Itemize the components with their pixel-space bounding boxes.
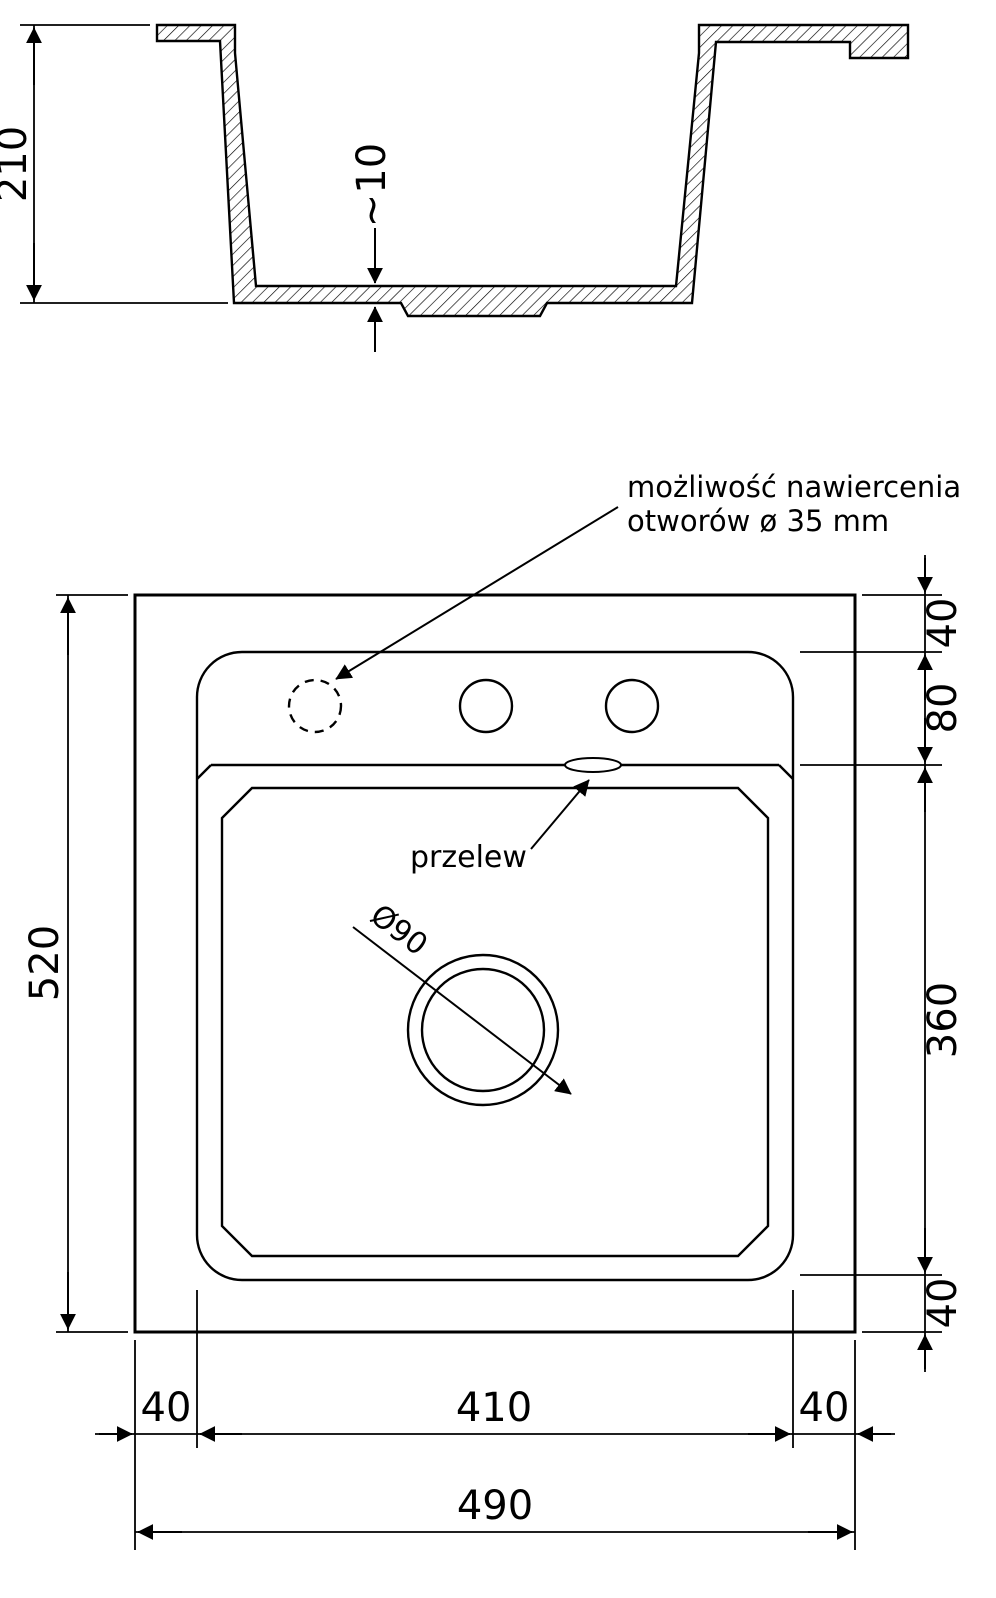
dim-depth-210: 210: [0, 24, 228, 304]
width-total-value: 490: [457, 1483, 533, 1529]
bottom-margin-left-value: 40: [141, 1385, 192, 1431]
dim-bottom-thickness: ~10: [349, 143, 395, 352]
dim-height-520: 520: [22, 594, 128, 1333]
drill-note: możliwość nawiercenia otworów ø 35 mm: [335, 470, 961, 680]
right-margin-top-value: 40: [920, 598, 966, 649]
drain-diameter-line-arrow: [352, 926, 572, 1095]
dim-chain-right: 40 80 360 40: [800, 555, 966, 1372]
height-total-value: 520: [22, 925, 68, 1001]
overflow-annotation: przelew: [410, 779, 590, 875]
overflow-slot: [564, 757, 622, 773]
depth-value: 210: [0, 126, 36, 202]
dim-width-490: 490: [135, 1483, 855, 1540]
right-basin-length-value: 360: [920, 982, 966, 1058]
drill-note-leader-arrow: [335, 506, 619, 680]
drain-diameter-value: Ø90: [364, 898, 434, 963]
dim-chain-bottom: 40 410 40: [95, 1290, 895, 1550]
faucet-hole-center: [458, 678, 514, 734]
bevel-left: [196, 764, 212, 780]
sink-profile-hatched-body: [155, 23, 910, 318]
overflow-leader-arrow: [530, 779, 590, 850]
thickness-value: ~10: [349, 143, 395, 227]
drain-inner-circle: [420, 967, 546, 1093]
sink-rim: [195, 650, 795, 1282]
basin-top-edge: [196, 763, 794, 780]
bevel-right: [778, 764, 794, 780]
right-margin-bottom-value: 40: [920, 1278, 966, 1329]
drill-note-line1: możliwość nawiercenia: [627, 470, 961, 504]
faucet-hole-right: [604, 678, 660, 734]
drain-diameter-annotation: Ø90: [352, 898, 572, 1095]
sink-outer-edge: [133, 593, 857, 1334]
top-view: możliwość nawiercenia otworów ø 35 mm pr…: [22, 470, 966, 1550]
right-faucet-zone-value: 80: [920, 683, 966, 734]
cross-section-view: 210 ~10: [0, 23, 910, 352]
basin-inner-wall: [220, 786, 770, 1258]
drill-note-line2: otworów ø 35 mm: [627, 504, 889, 538]
bottom-margin-right-value: 40: [799, 1385, 850, 1431]
faucet-holes: [287, 678, 660, 734]
drill-option-hole-dashed: [287, 678, 343, 734]
drain: [406, 953, 560, 1107]
bottom-basin-width-value: 410: [456, 1385, 532, 1431]
drain-outer-circle: [406, 953, 560, 1107]
overflow-label: przelew: [410, 840, 527, 875]
